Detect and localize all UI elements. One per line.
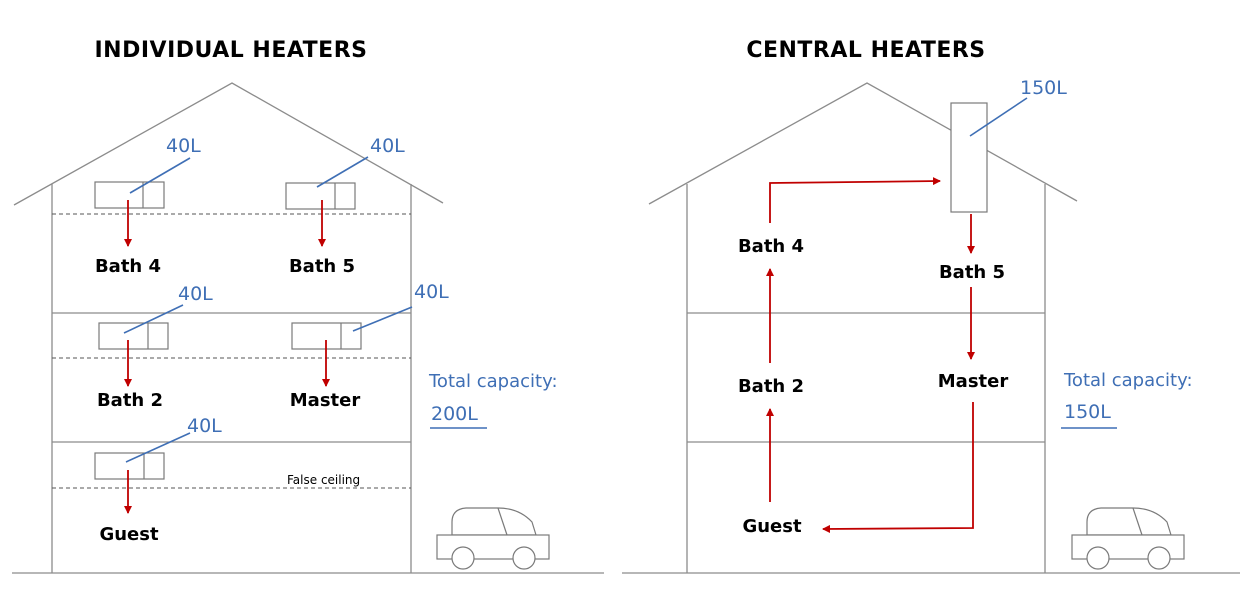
arrow-master-to-guest — [822, 402, 974, 533]
room-label-bath5: Bath 5 — [289, 256, 355, 277]
arrow-bath4-to-tank — [769, 177, 941, 223]
false-ceiling-label: False ceiling — [287, 473, 360, 487]
central-room-label-master: Master — [938, 371, 1009, 392]
room-label-master: Master — [290, 390, 361, 411]
central-heaters-panel: CENTRAL HEATERS Bath 4 Bath 5 Bath 2 Mas… — [622, 38, 1240, 574]
individual-title: INDIVIDUAL HEATERS — [95, 38, 368, 63]
leader-bath2 — [123, 304, 184, 334]
individual-total-value: 200L — [431, 403, 478, 425]
leader-master — [352, 306, 413, 332]
car-icon — [1071, 507, 1185, 570]
leader-central-tank — [969, 97, 1028, 137]
room-label-bath2: Bath 2 — [97, 390, 163, 411]
central-capacity-label: 150L — [1020, 77, 1067, 99]
central-total-value: 150L — [1064, 401, 1111, 423]
central-room-label-bath2: Bath 2 — [738, 376, 804, 397]
heater-bath4 — [94, 181, 165, 209]
leader-bath4 — [129, 157, 191, 194]
heater-bath5 — [285, 182, 356, 210]
central-roof — [648, 82, 1078, 205]
individual-house — [13, 82, 444, 573]
room-label-bath4: Bath 4 — [95, 256, 161, 277]
central-room-label-bath4: Bath 4 — [738, 236, 804, 257]
capacity-label-guest: 40L — [187, 415, 222, 437]
capacity-label-bath4: 40L — [166, 135, 201, 157]
central-room-label-bath5: Bath 5 — [939, 262, 1005, 283]
central-house — [648, 82, 1078, 573]
capacity-label-bath2: 40L — [178, 283, 213, 305]
central-heater-tank — [950, 102, 988, 213]
central-total-label: Total capacity: — [1063, 370, 1193, 391]
capacity-label-bath5: 40L — [370, 135, 405, 157]
heater-guest — [94, 452, 165, 480]
room-label-guest: Guest — [99, 524, 159, 545]
heater-bath2 — [98, 322, 169, 350]
individual-roof — [13, 82, 444, 206]
central-title: CENTRAL HEATERS — [746, 38, 985, 63]
leader-bath5 — [316, 156, 369, 188]
individual-heaters-panel: INDIVIDUAL HEATERS — [12, 38, 604, 574]
central-room-label-guest: Guest — [742, 516, 802, 537]
individual-total-label: Total capacity: — [428, 371, 558, 392]
capacity-label-master: 40L — [414, 281, 449, 303]
car-icon — [436, 507, 550, 570]
leader-guest — [125, 432, 191, 463]
